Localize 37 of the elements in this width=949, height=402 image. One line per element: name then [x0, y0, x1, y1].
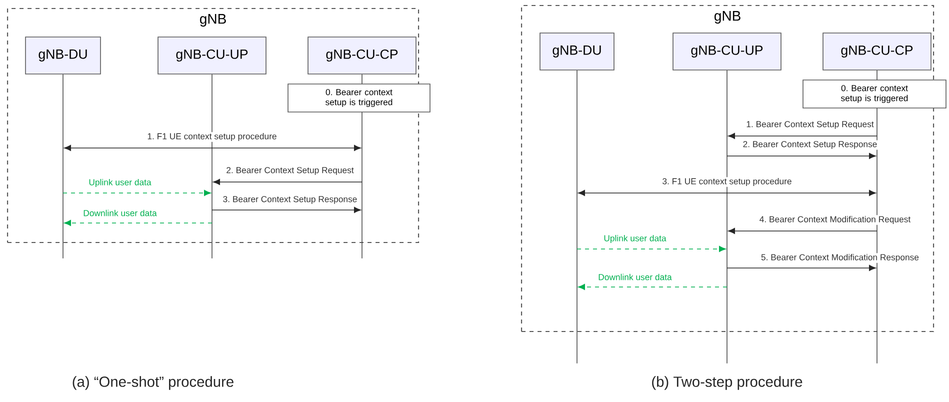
edge-label: 5. Bearer Context Modification Response: [761, 254, 919, 262]
participant-box: gNB-CU-CP: [822, 32, 932, 70]
message-arrow: [726, 153, 876, 159]
edge-label: 1. F1 UE context setup procedure: [148, 132, 276, 142]
edge-label: Downlink user data: [598, 274, 672, 280]
participant-box: gNB-CU-UP: [158, 36, 266, 74]
participant-box: gNB-CU-CP: [308, 36, 416, 74]
edge-label: Uplink user data: [89, 178, 152, 188]
edge-label: 1. Bearer Context Setup Request: [746, 121, 874, 129]
message-arrow: [578, 284, 728, 290]
edge-label: 2. Bearer Context Setup Response: [743, 141, 877, 149]
lifeline: [726, 70, 728, 364]
note-box: 0. Bearer context setup is triggered: [802, 80, 946, 108]
message-arrow: [578, 190, 876, 196]
message-arrow: [64, 145, 361, 151]
message-arrow: [64, 220, 212, 226]
lifeline: [576, 70, 578, 364]
message-arrow: [213, 179, 362, 185]
edge-label: 4. Bearer Context Modification Request: [760, 216, 911, 224]
message-arrow: [728, 133, 878, 139]
edge-label: Uplink user data: [604, 234, 666, 244]
edge-label: 2. Bearer Context Setup Request: [226, 167, 354, 175]
caption: (a) “One-shot” procedure: [72, 376, 234, 390]
edge-label: Downlink user data: [84, 210, 157, 216]
participant-box: gNB-DU: [25, 36, 101, 74]
participant-box: gNB-DU: [540, 32, 614, 70]
message-arrow: [62, 190, 211, 196]
message-arrow: [726, 265, 876, 271]
caption: (b) Two-step procedure: [652, 376, 802, 390]
edge-label: 3. F1 UE context setup procedure: [662, 178, 792, 186]
edge-label: 3. Bearer Context Setup Response: [223, 196, 357, 204]
message-arrow: [212, 207, 361, 213]
message-arrow: [728, 228, 878, 234]
message-arrow: [576, 246, 726, 252]
note-box: 0. Bearer context setup is triggered: [288, 84, 430, 112]
participant-box: gNB-CU-UP: [672, 32, 782, 70]
lifeline: [62, 74, 64, 259]
